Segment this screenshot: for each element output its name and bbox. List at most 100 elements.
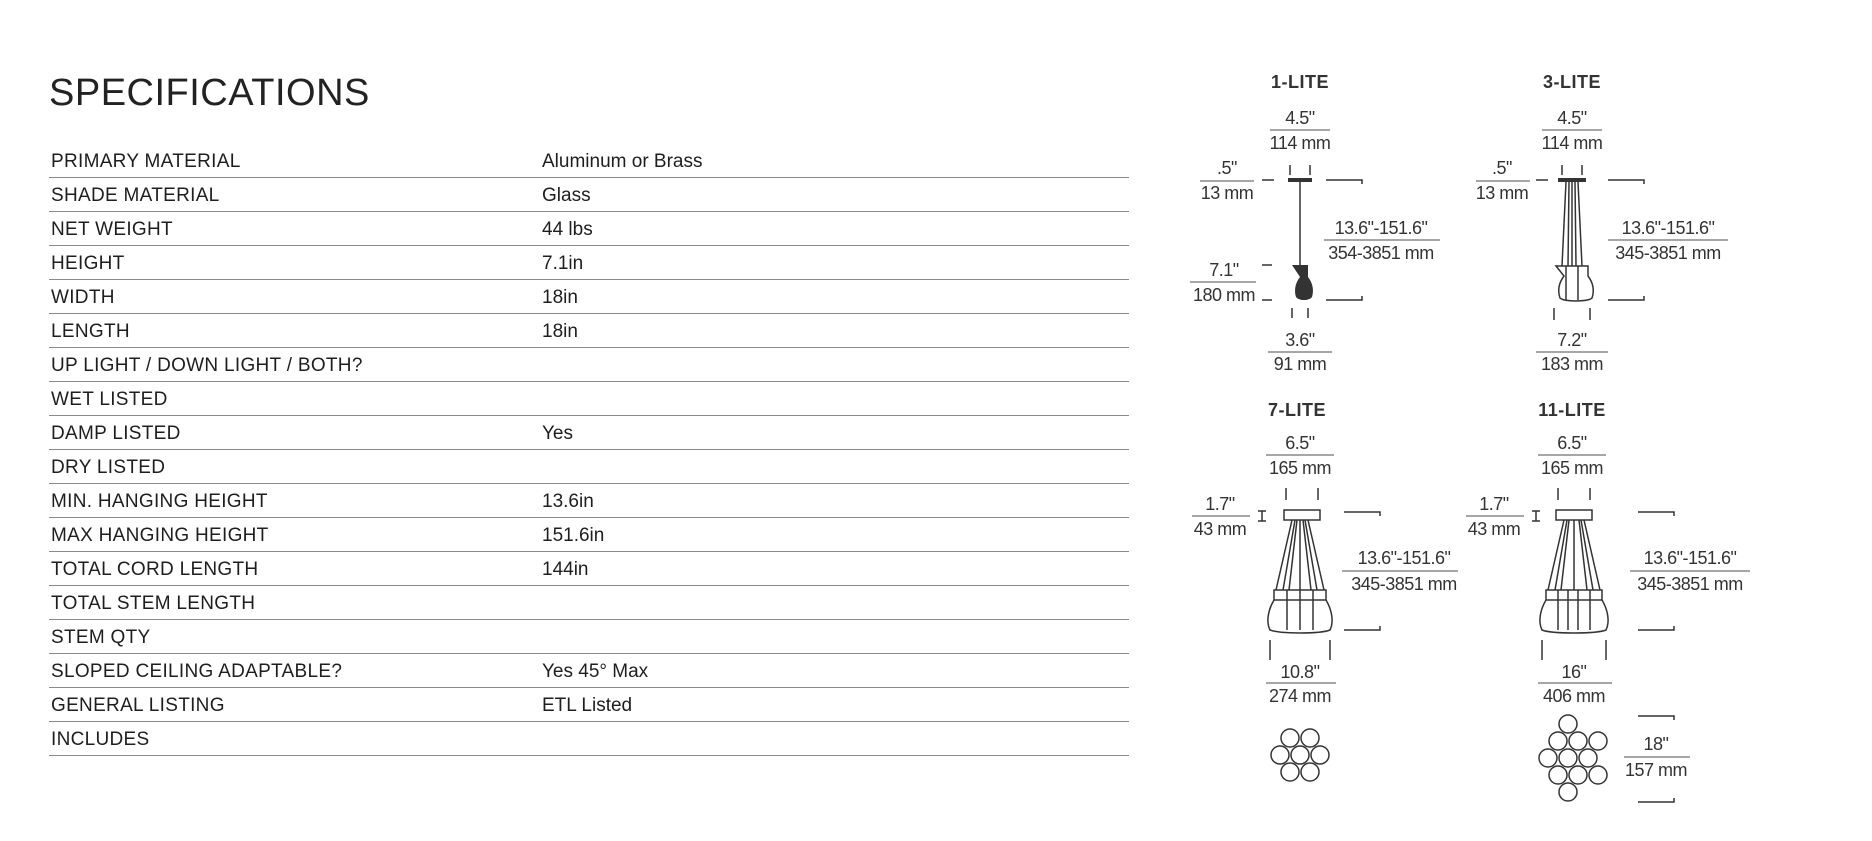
dim-label: 3.6" bbox=[1285, 330, 1315, 350]
canopy-icon bbox=[1288, 178, 1312, 182]
dim-label: 18" bbox=[1644, 734, 1669, 754]
dim-label: 180 mm bbox=[1193, 285, 1255, 305]
spec-label: TOTAL CORD LENGTH bbox=[51, 559, 259, 580]
dim-label: 91 mm bbox=[1274, 354, 1327, 374]
diagram-3-lite: 3-LITE 4.5" 114 mm .5" 13 mm 13.6"-151.6… bbox=[1476, 72, 1728, 374]
spec-label: SHADE MATERIAL bbox=[51, 185, 220, 206]
dim-label: 13.6"-151.6" bbox=[1358, 548, 1451, 568]
spec-row: HEIGHT 7.1in bbox=[49, 246, 1129, 280]
spec-label: UP LIGHT / DOWN LIGHT / BOTH? bbox=[51, 355, 363, 376]
spec-label: WET LISTED bbox=[51, 389, 168, 410]
spec-value: ETL Listed bbox=[542, 695, 633, 716]
dim-label: 6.5" bbox=[1285, 433, 1315, 453]
spec-value: 13.6in bbox=[542, 491, 594, 512]
canopy-icon bbox=[1558, 178, 1586, 182]
dim-label: 13 mm bbox=[1476, 183, 1529, 203]
spec-value: Yes bbox=[542, 423, 573, 444]
spec-label: PRIMARY MATERIAL bbox=[51, 151, 241, 172]
dim-label: 4.5" bbox=[1285, 108, 1315, 128]
dim-label: 183 mm bbox=[1541, 354, 1603, 374]
spec-value: 144in bbox=[542, 559, 589, 580]
spec-label: MAX HANGING HEIGHT bbox=[51, 525, 269, 546]
spec-row: PRIMARY MATERIAL Aluminum or Brass bbox=[49, 144, 1129, 178]
spec-label: HEIGHT bbox=[51, 253, 125, 274]
spec-label: NET WEIGHT bbox=[51, 219, 173, 240]
spec-row: MAX HANGING HEIGHT 151.6in bbox=[49, 518, 1129, 552]
dim-label: 13.6"-151.6" bbox=[1335, 218, 1428, 238]
dim-label: 13.6"-151.6" bbox=[1622, 218, 1715, 238]
spec-value: 151.6in bbox=[542, 525, 605, 546]
diagram-11-lite: 11-LITE 6.5" 165 mm 1.7" 43 mm 13.6"-151… bbox=[1466, 400, 1750, 803]
dim-label: 345-3851 mm bbox=[1637, 574, 1743, 594]
spec-row: WIDTH 18in bbox=[49, 280, 1129, 314]
spec-label: SLOPED CEILING ADAPTABLE? bbox=[51, 661, 343, 682]
dim-label: 7.2" bbox=[1557, 330, 1587, 350]
dim-label: 13 mm bbox=[1201, 183, 1254, 203]
spec-value: 7.1in bbox=[542, 253, 584, 274]
diagram-title: 3-LITE bbox=[1543, 72, 1601, 92]
pendant-cluster-icon bbox=[1539, 589, 1609, 634]
spec-label: WIDTH bbox=[51, 287, 115, 308]
spec-label: MIN. HANGING HEIGHT bbox=[51, 491, 268, 512]
pendant-cluster-icon bbox=[1554, 265, 1594, 302]
spec-row: WET LISTED bbox=[49, 382, 1129, 416]
dim-label: 43 mm bbox=[1194, 519, 1247, 539]
spec-row: MIN. HANGING HEIGHT 13.6in bbox=[49, 484, 1129, 518]
spec-row: SLOPED CEILING ADAPTABLE? Yes 45° Max bbox=[49, 654, 1129, 688]
dim-label: .5" bbox=[1492, 158, 1512, 178]
dim-label: 354-3851 mm bbox=[1328, 243, 1434, 263]
dim-label: 13.6"-151.6" bbox=[1644, 548, 1737, 568]
spec-row: TOTAL CORD LENGTH 144in bbox=[49, 552, 1129, 586]
bottom-view-icon bbox=[1538, 714, 1608, 802]
diagram-7-lite: 7-LITE 6.5" 165 mm 1.7" 43 mm 13.6"-151.… bbox=[1192, 400, 1458, 782]
spec-value: Yes 45° Max bbox=[542, 661, 649, 682]
spec-row: GENERAL LISTING ETL Listed bbox=[49, 688, 1129, 722]
spec-label: DAMP LISTED bbox=[51, 423, 181, 444]
dim-label: 345-3851 mm bbox=[1615, 243, 1721, 263]
spec-value: 44 lbs bbox=[542, 219, 593, 240]
dim-label: 1.7" bbox=[1205, 494, 1235, 514]
spec-row: NET WEIGHT 44 lbs bbox=[49, 212, 1129, 246]
spec-row: DRY LISTED bbox=[49, 450, 1129, 484]
pendant-icon bbox=[1292, 265, 1313, 300]
page-title: SPECIFICATIONS bbox=[49, 72, 370, 114]
dim-label: 43 mm bbox=[1468, 519, 1521, 539]
diagram-title: 7-LITE bbox=[1268, 400, 1326, 420]
dim-label: 16" bbox=[1562, 662, 1587, 682]
dim-label: 345-3851 mm bbox=[1351, 574, 1457, 594]
dim-label: 406 mm bbox=[1543, 686, 1605, 706]
spec-value: 18in bbox=[542, 321, 578, 342]
spec-value: 18in bbox=[542, 287, 578, 308]
pendant-cluster-icon bbox=[1267, 589, 1333, 634]
canopy-icon bbox=[1555, 509, 1593, 521]
dim-label: 274 mm bbox=[1269, 686, 1331, 706]
spec-row: UP LIGHT / DOWN LIGHT / BOTH? bbox=[49, 348, 1129, 382]
spec-row: LENGTH 18in bbox=[49, 314, 1129, 348]
canopy-icon bbox=[1283, 509, 1321, 521]
dim-label: 6.5" bbox=[1557, 433, 1587, 453]
dim-label: 4.5" bbox=[1557, 108, 1587, 128]
spec-value: Aluminum or Brass bbox=[542, 151, 703, 172]
dim-label: 1.7" bbox=[1479, 494, 1509, 514]
dim-label: .5" bbox=[1217, 158, 1237, 178]
spec-row: STEM QTY bbox=[49, 620, 1129, 654]
dim-label: 7.1" bbox=[1209, 260, 1239, 280]
spec-row: TOTAL STEM LENGTH bbox=[49, 586, 1129, 620]
spec-value: Glass bbox=[542, 185, 591, 206]
dim-label: 165 mm bbox=[1269, 458, 1331, 478]
bottom-view-icon bbox=[1270, 728, 1330, 782]
spec-label: STEM QTY bbox=[51, 627, 151, 648]
diagram-title: 11-LITE bbox=[1538, 400, 1606, 420]
spec-row: INCLUDES bbox=[49, 722, 1129, 756]
spec-label: LENGTH bbox=[51, 321, 130, 342]
diagram-title: 1-LITE bbox=[1271, 72, 1329, 92]
spec-label: TOTAL STEM LENGTH bbox=[51, 593, 256, 614]
dim-label: 10.8" bbox=[1281, 662, 1320, 682]
spec-row: DAMP LISTED Yes bbox=[49, 416, 1129, 450]
dim-label: 114 mm bbox=[1542, 133, 1603, 153]
spec-label: GENERAL LISTING bbox=[51, 695, 225, 716]
dim-label: 165 mm bbox=[1541, 458, 1603, 478]
spec-label: INCLUDES bbox=[51, 729, 150, 750]
